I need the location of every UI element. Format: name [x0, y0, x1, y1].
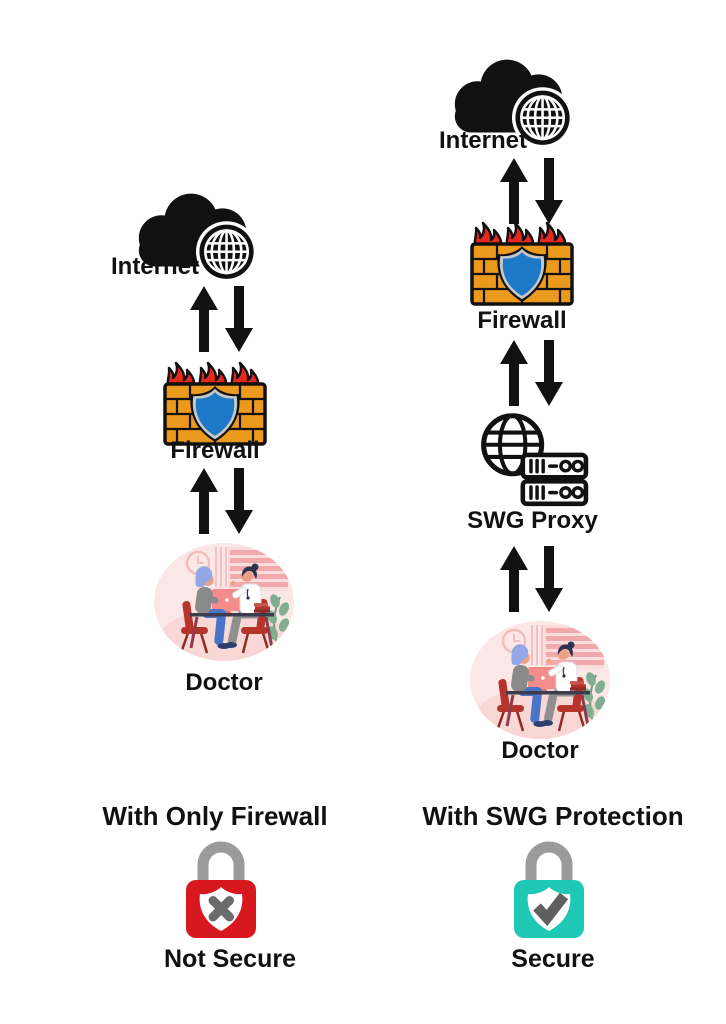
secure-label: Secure — [511, 945, 595, 973]
right-flow-caption: With SWG Protection — [422, 801, 684, 831]
up-down-arrows-icon — [186, 468, 258, 534]
firewall-label: Firewall — [170, 437, 260, 464]
swg-proxy-icon — [476, 410, 590, 508]
up-down-arrows-icon — [496, 158, 568, 224]
firewall-label: Firewall — [477, 307, 567, 334]
up-down-arrows-icon — [496, 340, 568, 406]
not-secure-label: Not Secure — [164, 945, 296, 973]
internet-label: Internet — [438, 127, 527, 154]
doctor-consultation-illustration — [470, 621, 610, 739]
left-flow-caption: With Only Firewall — [102, 801, 328, 831]
doctor-label: Doctor — [185, 669, 263, 696]
firewall-icon — [468, 220, 576, 308]
up-down-arrows-icon — [496, 546, 568, 612]
doctor-consultation-illustration — [154, 543, 294, 661]
up-down-arrows-icon — [186, 286, 258, 352]
firewall-icon — [161, 360, 269, 448]
padlock-x-icon — [175, 834, 267, 938]
doctor-label: Doctor — [501, 737, 579, 764]
internet-label: Internet — [110, 253, 199, 280]
padlock-check-icon — [503, 834, 595, 938]
swg-proxy-label: SWG Proxy — [467, 507, 598, 534]
